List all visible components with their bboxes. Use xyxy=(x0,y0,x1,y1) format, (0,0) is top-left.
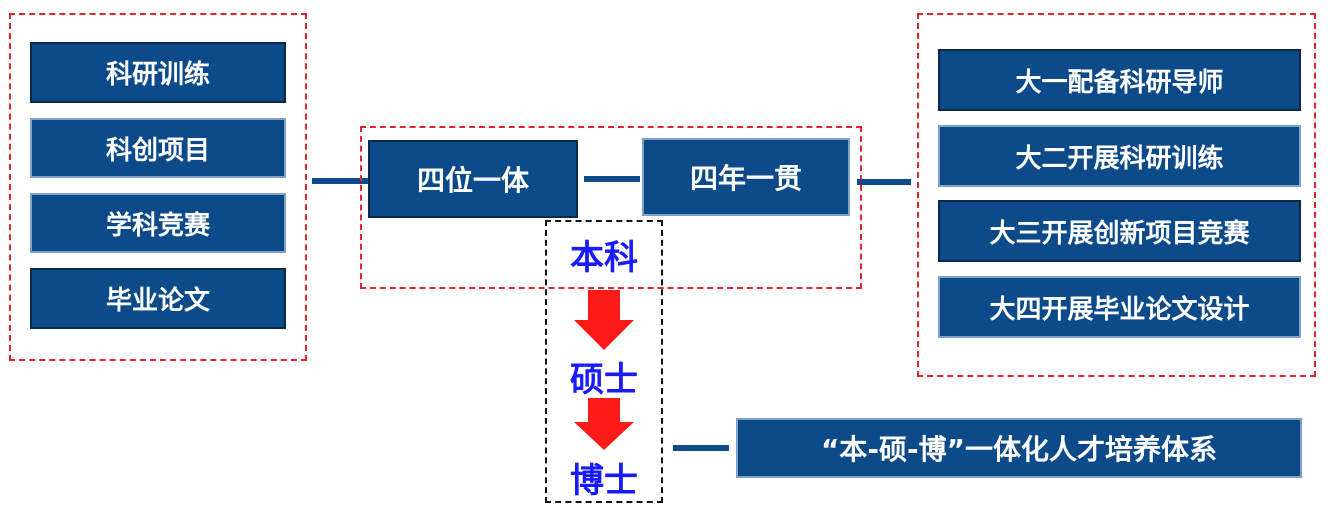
left-item-innovation-project: 科创项目 xyxy=(30,118,286,178)
down-arrow-icon xyxy=(574,398,634,450)
stage-undergraduate: 本科 xyxy=(570,238,638,278)
center-group-frame xyxy=(360,126,862,289)
center-box-four-in-one: 四位一体 xyxy=(368,140,578,218)
connector-right xyxy=(857,179,911,185)
left-item-research-training: 科研训练 xyxy=(30,42,286,103)
right-item-year2: 大二开展科研训练 xyxy=(938,125,1301,187)
connector-left xyxy=(312,178,368,184)
center-box-four-years: 四年一贯 xyxy=(642,138,850,216)
right-group-frame xyxy=(917,13,1316,377)
left-item-subject-competition: 学科竞赛 xyxy=(30,193,286,253)
down-arrow-icon xyxy=(574,290,634,350)
right-item-year4: 大四开展毕业论文设计 xyxy=(938,276,1301,338)
right-item-year1: 大一配备科研导师 xyxy=(938,49,1301,111)
system-box: “本-硕-博”一体化人才培养体系 xyxy=(736,418,1302,478)
stage-doctor: 博士 xyxy=(570,461,638,501)
left-group-frame xyxy=(9,13,307,361)
progression-frame xyxy=(545,220,663,503)
right-item-year3: 大三开展创新项目竞赛 xyxy=(938,200,1301,262)
left-item-graduation-thesis: 毕业论文 xyxy=(30,268,286,329)
stage-master: 硕士 xyxy=(570,360,638,400)
connector-system xyxy=(673,445,729,451)
connector-center xyxy=(584,176,640,182)
